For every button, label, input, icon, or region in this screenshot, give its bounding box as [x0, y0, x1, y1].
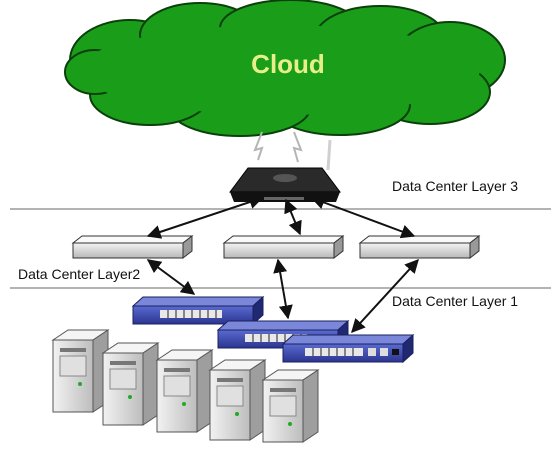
- aggregation-switch-middle: [222, 234, 345, 260]
- server-rack: [51, 329, 320, 443]
- aggregation-switch-left: [71, 234, 194, 260]
- links-layer3-layer2: [146, 195, 416, 239]
- core-router: [229, 139, 341, 202]
- aggregation-switch-right: [358, 234, 481, 260]
- access-switch-1: [131, 295, 265, 326]
- layer3-label: Data Center Layer 3: [392, 178, 519, 194]
- layer2-label: Data Center Layer2: [18, 266, 141, 282]
- server-1: [51, 329, 110, 413]
- server-3: [155, 349, 214, 433]
- access-switch-3: [281, 333, 415, 364]
- layer1-label: Data Center Layer 1: [392, 293, 519, 309]
- links-layer2-layer1: [146, 258, 419, 334]
- server-5: [261, 369, 320, 443]
- cloud-label: Cloud: [251, 49, 325, 79]
- wireless-link-icon: [253, 131, 303, 163]
- server-4: [208, 359, 267, 441]
- server-2: [101, 342, 160, 426]
- cloud-shape: [64, 0, 506, 137]
